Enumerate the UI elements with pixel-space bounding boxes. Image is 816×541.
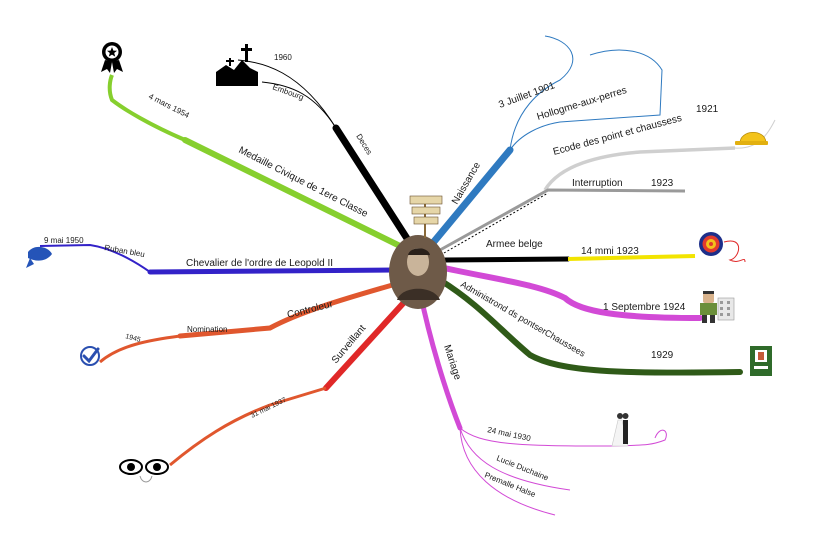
blue-ribbon-icon: [26, 247, 52, 268]
medaille-date: 4 mars 1954: [147, 92, 191, 120]
branch-surveillant: [326, 298, 408, 388]
armee-link: [724, 241, 745, 262]
target-badge-icon: [699, 232, 723, 256]
controleur-label: Controleur: [286, 299, 335, 321]
branch-armee: [444, 259, 568, 260]
branch-deces: [336, 128, 408, 240]
admin-date: 1 Septembre 1924: [603, 302, 686, 313]
admin-year: 1929: [651, 350, 674, 361]
deces-label: Deces: [354, 132, 374, 156]
controleur-sub: Nomination: [187, 325, 227, 334]
hard-hat-icon: [735, 132, 768, 145]
chevalier-label: Chevalier de l'ordre de Leopold II: [186, 258, 333, 269]
chevalier-date: 9 mai 1950: [44, 236, 84, 245]
office-building-icon: [718, 298, 734, 320]
worker-icon: [700, 291, 717, 323]
certificate-icon: [750, 346, 772, 376]
interruption-label: Interruption: [572, 178, 623, 189]
eyes-icon: [120, 460, 168, 482]
surveillant-link: [170, 388, 326, 465]
armee-label: Armee belge: [486, 239, 543, 250]
mariage-label: Mariage: [441, 344, 463, 382]
armee-date: 14 mmi 1923: [581, 246, 639, 257]
signpost-icon: [410, 196, 442, 238]
interruption-year: 1923: [651, 178, 674, 189]
deces-date: 1960: [274, 53, 292, 62]
portrait-photo: [389, 235, 447, 309]
ecole-year: 1921: [696, 104, 719, 115]
branch-medaille: [185, 140, 400, 246]
medaille-label: Medaille Civique de 1ere Classe: [237, 145, 370, 220]
medal-icon: [101, 42, 123, 73]
mariage-date: 24 mai 1930: [487, 425, 532, 443]
controleur-date: 1945: [124, 333, 141, 344]
branch-interruption: [440, 190, 685, 250]
wedding-couple-icon: [612, 413, 629, 446]
branch-chevalier: [150, 270, 394, 272]
surveillant-date: 31 mai 1937: [250, 397, 288, 420]
checkmark-icon: [81, 347, 99, 365]
cemetery-cross-icon: [216, 44, 258, 86]
